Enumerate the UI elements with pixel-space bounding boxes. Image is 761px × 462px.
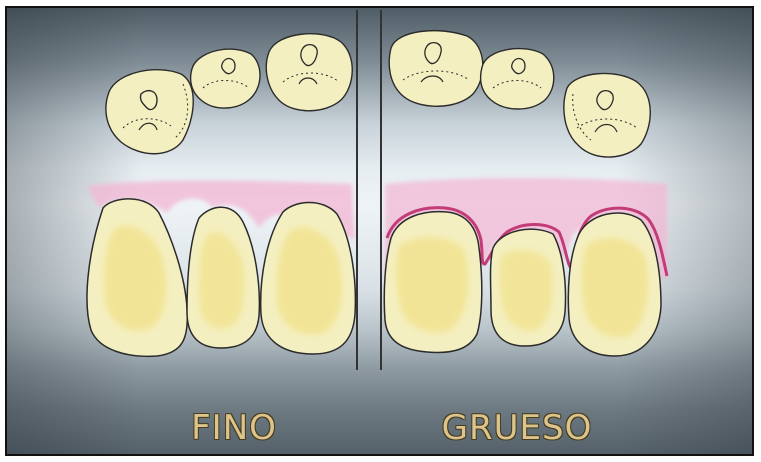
thin-biotype-label: FINO [179,408,289,448]
illustration-panel: FINO GRUESO [5,6,754,456]
dental-diagram [7,8,754,456]
occlusal-tooth-right-1 [389,31,483,107]
thick-biotype-label: GRUESO [427,408,607,448]
center-divider [357,10,381,370]
occlusal-tooth-right-2 [481,49,554,109]
thick-biotype-group [384,31,667,356]
tooth-left-lateral [187,207,259,348]
occlusal-tooth-left-3 [266,34,352,111]
tooth-right-canine [568,213,661,356]
thin-biotype-group [87,34,355,357]
occlusal-tooth-left-1 [106,70,193,154]
tooth-right-lateral [491,229,566,346]
tooth-left-canine [261,203,356,355]
tooth-right-central [384,212,482,353]
tooth-left-central [87,199,187,356]
occlusal-tooth-right-3 [564,73,650,157]
occlusal-tooth-left-2 [191,49,260,108]
